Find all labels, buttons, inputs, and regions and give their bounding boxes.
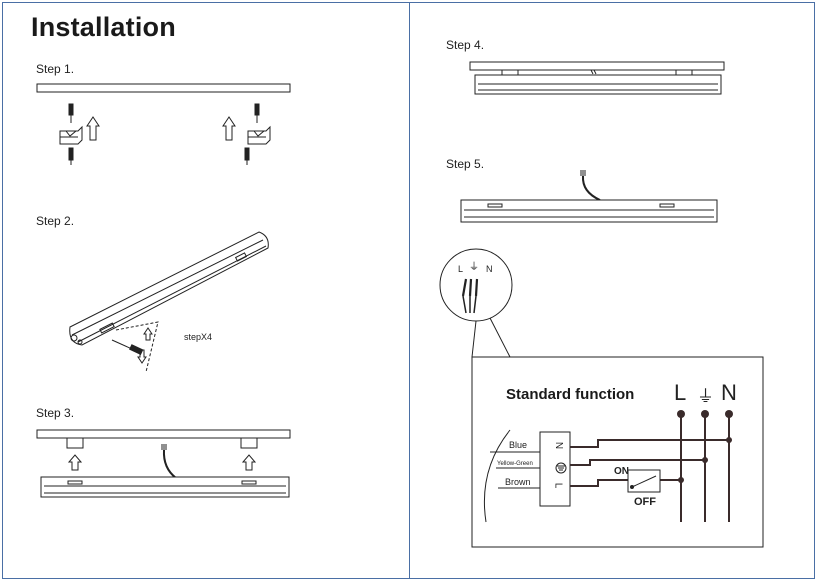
led-batten — [40, 476, 290, 498]
step-4-label: Step 4. — [446, 38, 485, 52]
mounting-clip-left — [59, 103, 100, 165]
led-batten-wired — [460, 199, 718, 223]
ceiling-rail — [36, 83, 291, 93]
step-2-repeat-note: stepX4 — [184, 332, 213, 342]
ceiling-rail — [469, 61, 725, 71]
wire-label-brown: Brown — [505, 477, 531, 487]
step-2-illustration — [69, 231, 269, 373]
mounting-clip-left — [66, 437, 84, 449]
callout-neutral-letter: N — [486, 264, 493, 274]
arrow-up-icon — [86, 116, 100, 141]
step-3-illustration — [36, 429, 291, 498]
arrow-up-icon — [222, 116, 236, 141]
block-label-n: N — [553, 441, 565, 450]
step-3-label: Step 3. — [36, 406, 75, 420]
terminal-l — [677, 410, 685, 418]
callout-earth-icon: ⏚ — [469, 262, 479, 273]
supply-cable — [162, 449, 177, 479]
terminal-callout — [439, 248, 764, 548]
terminal-block — [539, 431, 571, 507]
wire-label-yellow-green: Yellow-Green — [497, 461, 533, 467]
step-2-label: Step 2. — [36, 214, 75, 228]
step-1-illustration — [36, 83, 291, 165]
terminal-e — [701, 410, 709, 418]
arrow-down-icon — [137, 349, 147, 364]
mounting-clip-right — [222, 103, 271, 165]
callout-live-letter: L — [458, 264, 464, 274]
step-1-label: Step 1. — [36, 62, 75, 76]
terminal-label-l: L — [674, 380, 687, 405]
screwdriver-handle — [129, 344, 144, 356]
step-4-illustration — [469, 61, 725, 95]
supply-cable — [581, 175, 601, 201]
arrow-up-icon — [143, 327, 153, 341]
wiring-heading: Standard function — [506, 386, 635, 403]
step-5-label: Step 5. — [446, 157, 485, 171]
step-5-illustration — [460, 170, 718, 223]
terminal-n — [725, 410, 733, 418]
earth-icon: ⏚ — [697, 387, 714, 406]
switch-off-label: OFF — [634, 496, 656, 508]
ceiling-rail — [36, 429, 291, 439]
switch-on-label: ON — [614, 466, 629, 477]
block-label-l: L — [552, 482, 564, 489]
arrow-up-icon — [67, 454, 83, 471]
wire-label-blue: Blue — [509, 440, 528, 450]
column-divider — [409, 2, 410, 579]
terminal-label-n: N — [721, 380, 737, 405]
arrow-up-icon — [241, 454, 257, 471]
mounting-clip-right — [240, 437, 258, 449]
wiring-diagram — [483, 410, 733, 523]
page-title: Installation — [31, 12, 176, 42]
